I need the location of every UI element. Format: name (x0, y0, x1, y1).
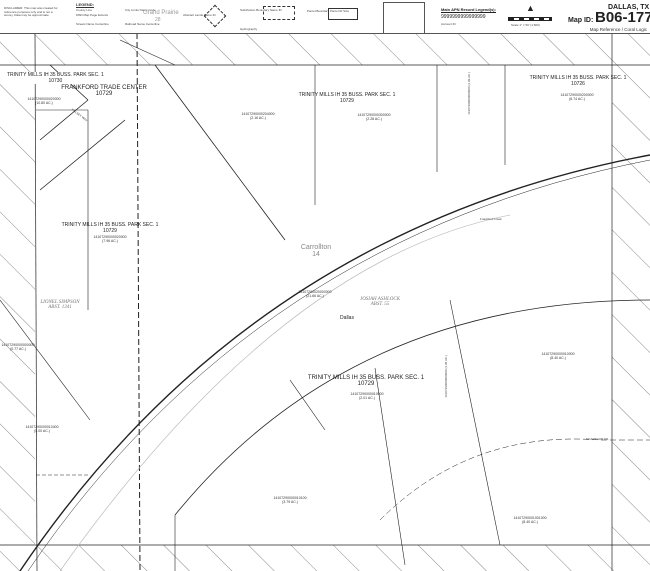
parcel-lines (0, 32, 650, 571)
map-id: B06-177 (595, 9, 650, 26)
hatch-top (35, 33, 612, 65)
legend-page-extents: MSD Map Page Extents (76, 13, 109, 17)
subdivision-box-icon (263, 6, 295, 20)
legend-abstract: Abstract Lands Name ID (183, 13, 216, 17)
legend-city-sample: Grand Prairie (143, 10, 179, 16)
record-number: 9999999999999999 (441, 14, 486, 20)
abstract-diamond-icon (203, 4, 227, 28)
disclaimer: DISCLAIMER: This map was created for ref… (4, 6, 58, 17)
legend-title: LEGEND: (76, 2, 94, 7)
parcel-label: 14107290020000000(21.66 AC.) (298, 290, 332, 298)
hatch-left (0, 33, 35, 571)
parcel-label-vertical: 14107290000000000 (1.99 AC.) (467, 72, 471, 115)
account-label: Account ID (441, 22, 456, 26)
parcel-label: 14107290000020000(10.80 AC.) (27, 97, 61, 105)
parcel-label-vertical: 14107290000000000 (1.95 AC.) (444, 355, 448, 398)
parcel-label: 14107290000000000(0.77 AC.) (1, 343, 35, 351)
parcel-label: 14107290000204000(2.16 AC.) (241, 112, 275, 120)
map-reference: Map Reference / Coral Logic (589, 27, 647, 32)
parcel-label: 14107290000020000(7.96 AC.) (93, 235, 127, 243)
creek-label: Frankford Creek (480, 217, 502, 221)
parcel-box-icon (328, 8, 358, 20)
city-label-dallas: Dallas (340, 315, 354, 321)
hatch-right (612, 33, 650, 571)
parcel-label: 14107290001001000(8.40 AC.) (513, 516, 547, 524)
parcel-label: 14107290000010100(3.79 AC.) (273, 496, 307, 504)
city-limit-line (59, 214, 511, 571)
north-arrow-icon: ▲ (526, 3, 535, 13)
legend-railroad: Railroad Name Centerline (125, 22, 160, 26)
legend-hydrography: Hydrography (240, 27, 258, 31)
legend-city-code: 28 (155, 17, 161, 23)
map-header: DISCLAIMER: This map was created for ref… (0, 0, 650, 34)
parcel-label: 14107290000010400(5.00 AC.) (25, 425, 59, 433)
map-id-label: Map ID: (568, 17, 594, 24)
legend-city-limits: City Limits Name Code (125, 8, 156, 12)
key-map[interactable] (383, 2, 425, 34)
parcel-label: 14107290000010000(2.01 AC.) (350, 392, 384, 400)
legend-county-line: County Line (76, 8, 93, 12)
legend-subdivision: Subdivision Boundary Name ID (240, 8, 282, 12)
parcel-label: 14107290000300000(2.28 AC.) (357, 113, 391, 121)
scale-label: Scale 1" = 50' (1:600) (511, 23, 540, 27)
legend-streets: Streets Name Centerline (76, 22, 109, 26)
record-title: Main APN Record Legend(s): (441, 7, 496, 12)
parcel-label: 14107290000200000(6.74 AC.) (560, 93, 594, 101)
street-label: MCARTHUR DR. (586, 437, 610, 441)
hatch-bottom (35, 545, 612, 571)
parcel-label: 14107290000010000(8.40 AC.) (541, 352, 575, 360)
scale-bar (508, 17, 552, 21)
location-label: DALLAS, TX (608, 4, 650, 11)
